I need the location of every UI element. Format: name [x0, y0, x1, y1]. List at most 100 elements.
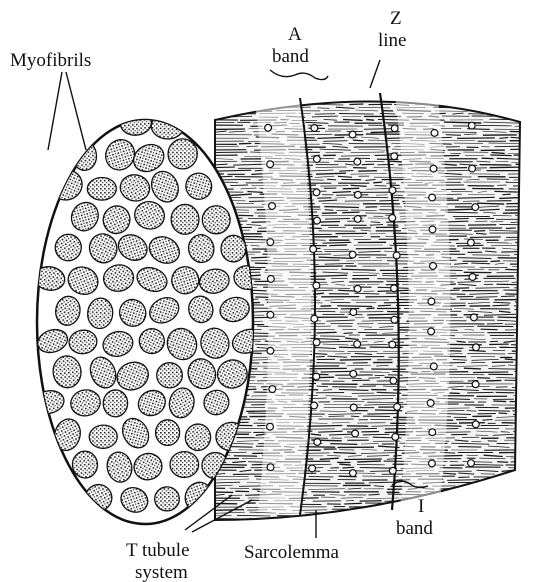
striation-stroke: [517, 374, 534, 375]
striation-stroke: [329, 416, 345, 417]
striation-stroke: [362, 164, 374, 165]
striation-stroke: [343, 120, 363, 121]
t-tubule-opening: [310, 246, 317, 253]
striation-stroke: [344, 333, 353, 334]
striation-stroke: [515, 243, 534, 244]
striation-stroke: [484, 491, 521, 492]
striation-stroke: [518, 356, 532, 357]
t-tubule-opening: [392, 434, 399, 441]
striation-stroke: [506, 203, 534, 204]
striation-stroke: [366, 120, 374, 121]
striation-stroke: [334, 453, 356, 454]
t-tubule-opening: [429, 226, 436, 233]
striation-stroke: [339, 114, 374, 115]
striation-stroke: [512, 108, 534, 109]
striation-stroke: [471, 263, 490, 264]
striation-stroke: [322, 213, 337, 214]
striation-stroke: [388, 375, 403, 376]
striation-stroke: [449, 374, 484, 375]
striation-stroke: [362, 525, 384, 526]
striation-stroke: [215, 510, 244, 511]
myofibril-cell: [103, 390, 128, 418]
t-tubule-opening: [314, 217, 321, 224]
t-tubule-opening: [269, 203, 276, 210]
t-tubule-opening: [472, 421, 479, 428]
t-tubule-opening: [469, 165, 476, 172]
myofibril-cell: [154, 486, 180, 511]
striation-stroke: [230, 185, 248, 186]
t-tubule-opening: [354, 341, 361, 348]
striation-stroke: [481, 329, 498, 330]
t-tubule-opening: [267, 239, 274, 246]
myofibril-cell: [156, 362, 183, 389]
a-band-letter: A: [288, 24, 302, 45]
striation-stroke: [510, 402, 534, 403]
t-tubule-label-line1: T tubule: [126, 540, 190, 561]
striation-stroke: [410, 95, 429, 96]
striation-stroke: [234, 456, 257, 457]
striation-stroke: [330, 518, 359, 519]
striation-stroke: [499, 108, 510, 109]
striation-stroke: [507, 102, 534, 103]
t-tubule-opening: [389, 467, 396, 474]
striation-stroke: [215, 107, 227, 108]
striation-stroke: [487, 483, 496, 484]
t-tubule-opening: [427, 400, 434, 407]
striation-stroke: [296, 519, 327, 520]
myofibril-cell: [156, 420, 180, 446]
striation-stroke: [498, 258, 534, 259]
striation-stroke: [476, 125, 512, 126]
t-tubule-opening: [265, 124, 272, 131]
t-tubule-opening: [468, 460, 475, 467]
t-tubule-opening: [309, 465, 316, 472]
striation-stroke: [482, 420, 492, 421]
striation-stroke: [492, 305, 509, 306]
striation-stroke: [490, 167, 520, 168]
t-tubule-opening: [472, 204, 479, 211]
striation-stroke: [470, 237, 501, 238]
t-tubule-opening: [267, 423, 274, 430]
striation-stroke: [490, 498, 520, 499]
t-tubule-opening: [311, 125, 318, 132]
striation-stroke: [378, 305, 391, 306]
t-tubule-opening: [389, 341, 396, 348]
striation-stroke: [215, 167, 235, 168]
striation-stroke: [327, 179, 336, 180]
t-tubule-opening: [267, 161, 274, 168]
striation-stroke: [493, 401, 506, 402]
striation-stroke: [237, 515, 271, 516]
striation-stroke: [355, 522, 384, 523]
t-tubule-opening: [391, 285, 398, 292]
t-tubule-opening: [354, 285, 361, 292]
t-tubule-opening: [267, 311, 274, 318]
striation-stroke: [471, 509, 487, 510]
striation-stroke: [491, 261, 501, 262]
striation-stroke: [490, 119, 522, 120]
striation-stroke: [476, 297, 497, 298]
t-tubule-opening: [431, 130, 438, 137]
striation-stroke: [502, 194, 510, 195]
striation-stroke: [430, 519, 467, 520]
striation-stroke: [315, 354, 327, 355]
t-tubule-opening: [430, 165, 437, 172]
t-tubule-opening: [472, 381, 479, 388]
t-tubule-opening: [311, 402, 318, 409]
striation-stroke: [315, 266, 343, 267]
striation-stroke: [453, 288, 469, 289]
t-tubule-opening: [429, 429, 436, 436]
t-tubule-opening: [430, 263, 437, 270]
striation-stroke: [516, 506, 534, 507]
striation-stroke: [457, 497, 484, 498]
t-tubule-opening: [311, 315, 318, 322]
t-tubule-opening: [267, 464, 274, 471]
z-line-letter: Z: [390, 8, 402, 29]
t-tubule-opening: [313, 373, 320, 380]
striation-stroke: [316, 356, 325, 357]
t-tubule-opening: [430, 363, 437, 370]
striation-stroke: [505, 294, 529, 295]
striation-stroke: [379, 200, 399, 201]
t-tubule-opening: [350, 309, 357, 316]
striation-stroke: [337, 306, 372, 307]
t-tubule-opening: [390, 377, 397, 384]
